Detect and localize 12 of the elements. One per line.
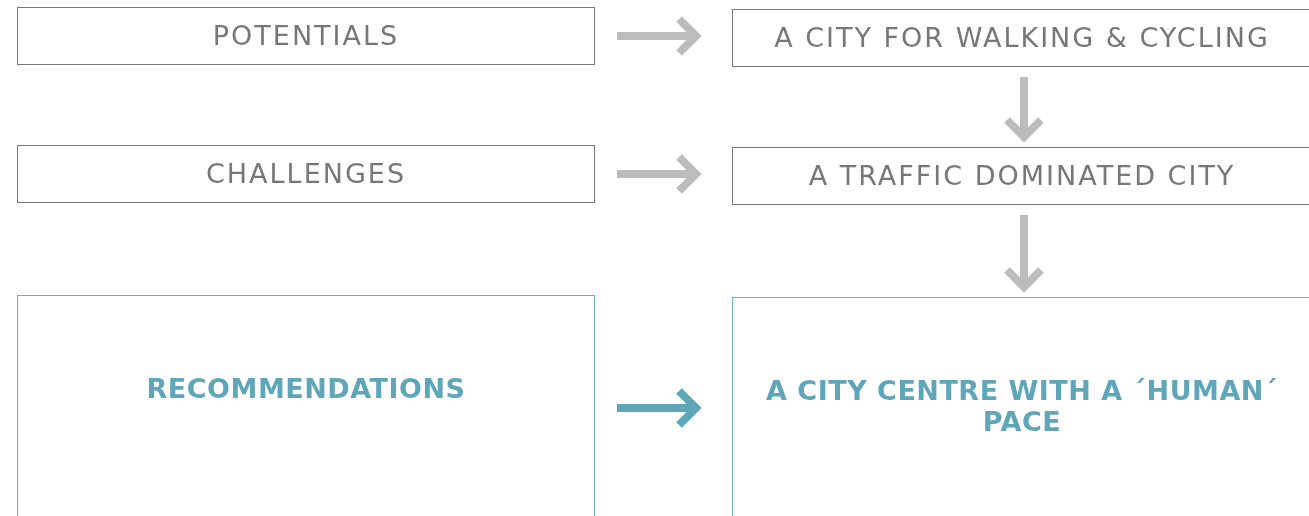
label-text: CHALLENGES (205, 158, 407, 190)
heading-text: RECOMMENDATIONS (146, 373, 466, 405)
label-text: POTENTIALS (212, 20, 400, 52)
label-text: A CITY FOR WALKING & CYCLING (774, 22, 1270, 54)
highlight-box (732, 297, 1309, 516)
process-box (732, 9, 1309, 67)
highlight-box (17, 295, 595, 516)
label-text: A TRAFFIC DOMINATED CITY (808, 160, 1236, 192)
process-box (17, 7, 595, 65)
process-box (732, 147, 1309, 205)
heading-text: A CITY CENTRE WITH A ´HUMAN´ PACE (765, 375, 1279, 438)
process-box (17, 145, 595, 203)
